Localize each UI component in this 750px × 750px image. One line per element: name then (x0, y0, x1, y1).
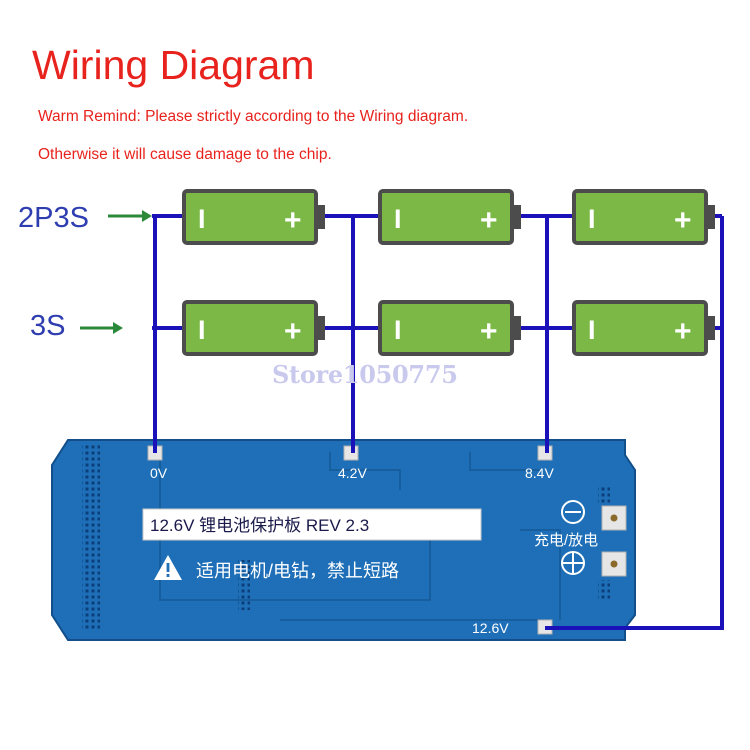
arrow-3s-icon (80, 322, 123, 334)
battery-positive: + (284, 204, 302, 237)
row-label-3s: 3S (30, 310, 66, 342)
row-label-2p3s: 2P3S (18, 202, 89, 234)
arrow-2p3s-icon (108, 210, 152, 222)
plus-circle-icon (561, 551, 585, 575)
battery-negative: I (394, 315, 402, 345)
battery-negative: I (198, 315, 206, 345)
battery-positive: + (674, 204, 692, 237)
page-title: Wiring Diagram (32, 42, 315, 88)
store-watermark: Store1050775 (272, 360, 458, 389)
minus-circle-icon (561, 500, 585, 524)
label-4-2v: 4.2V (338, 465, 367, 481)
warning-note-line-1: Warm Remind: Please strictly according t… (38, 108, 469, 125)
protection-board: 0V 4.2V 8.4V 12.6V 12.6V 锂电池保护板 REV 2.3 … (51, 439, 636, 641)
label-12-6v: 12.6V (472, 620, 509, 636)
battery-row-1-cell-3: I + (572, 189, 715, 245)
label-8-4v: 8.4V (525, 465, 554, 481)
battery-positive: + (480, 204, 498, 237)
pad-positive (601, 551, 627, 577)
battery-row-2-cell-1: I + (182, 300, 325, 356)
battery-row-2-cell-3: I + (572, 300, 715, 356)
charge-discharge-label: 充电/放电 (534, 532, 598, 549)
battery-positive: + (674, 315, 692, 348)
battery-row-1-cell-2: I + (378, 189, 521, 245)
warning-note-line-2: Otherwise it will cause damage to the ch… (38, 146, 332, 163)
battery-negative: I (198, 204, 206, 234)
board-warning-text: 适用电机/电钻，禁止短路 (196, 561, 399, 581)
board-model-label: 12.6V 锂电池保护板 REV 2.3 (150, 516, 369, 535)
battery-row-2-cell-2: I + (378, 300, 521, 356)
battery-positive: + (284, 315, 302, 348)
battery-negative: I (588, 204, 596, 234)
battery-negative: I (588, 315, 596, 345)
battery-negative: I (394, 204, 402, 234)
warning-triangle-icon (154, 555, 182, 580)
battery-positive: + (480, 315, 498, 348)
battery-row-1-cell-1: I + (182, 189, 325, 245)
label-0v: 0V (150, 465, 168, 481)
